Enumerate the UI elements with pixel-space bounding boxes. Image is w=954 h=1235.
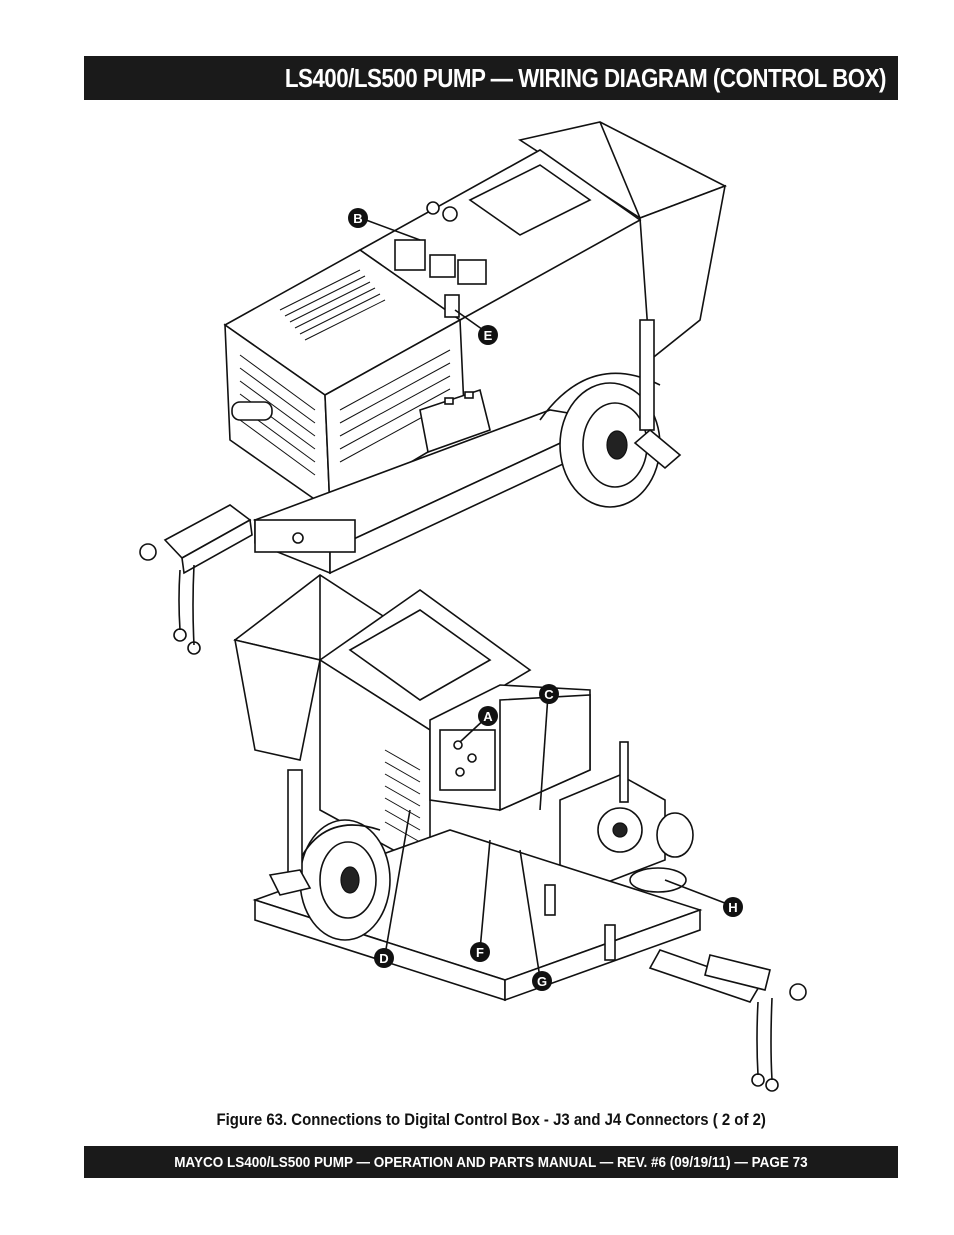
callout-b: B — [348, 208, 368, 228]
page-footer: MAYCO LS400/LS500 PUMP — OPERATION AND P… — [84, 1146, 898, 1178]
callout-c: C — [539, 684, 559, 704]
bottom-pump-drawing — [233, 574, 807, 1092]
callout-g: G — [532, 971, 552, 991]
callout-h: H — [723, 897, 743, 917]
top-pump-drawing — [139, 121, 727, 655]
footer-text: MAYCO LS400/LS500 PUMP — OPERATION AND P… — [174, 1153, 808, 1171]
pump-illustration: B E C A H D F G — [139, 121, 807, 1092]
callout-a: A — [478, 706, 498, 726]
svg-text:C: C — [544, 687, 554, 702]
page-header: LS400/LS500 PUMP — WIRING DIAGRAM (CONTR… — [84, 56, 898, 100]
svg-text:F: F — [476, 945, 484, 960]
svg-text:A: A — [483, 709, 493, 724]
page-title: LS400/LS500 PUMP — WIRING DIAGRAM (CONTR… — [284, 62, 887, 93]
callout-f: F — [470, 942, 490, 962]
svg-text:H: H — [728, 900, 737, 915]
svg-text:D: D — [379, 951, 388, 966]
svg-text:B: B — [353, 211, 362, 226]
callout-leaders — [365, 219, 731, 979]
figure-caption: Figure 63. Connections to Digital Contro… — [216, 1110, 766, 1129]
svg-text:G: G — [537, 974, 547, 989]
callout-e: E — [478, 325, 498, 345]
svg-text:E: E — [484, 328, 493, 343]
callout-d: D — [374, 948, 394, 968]
